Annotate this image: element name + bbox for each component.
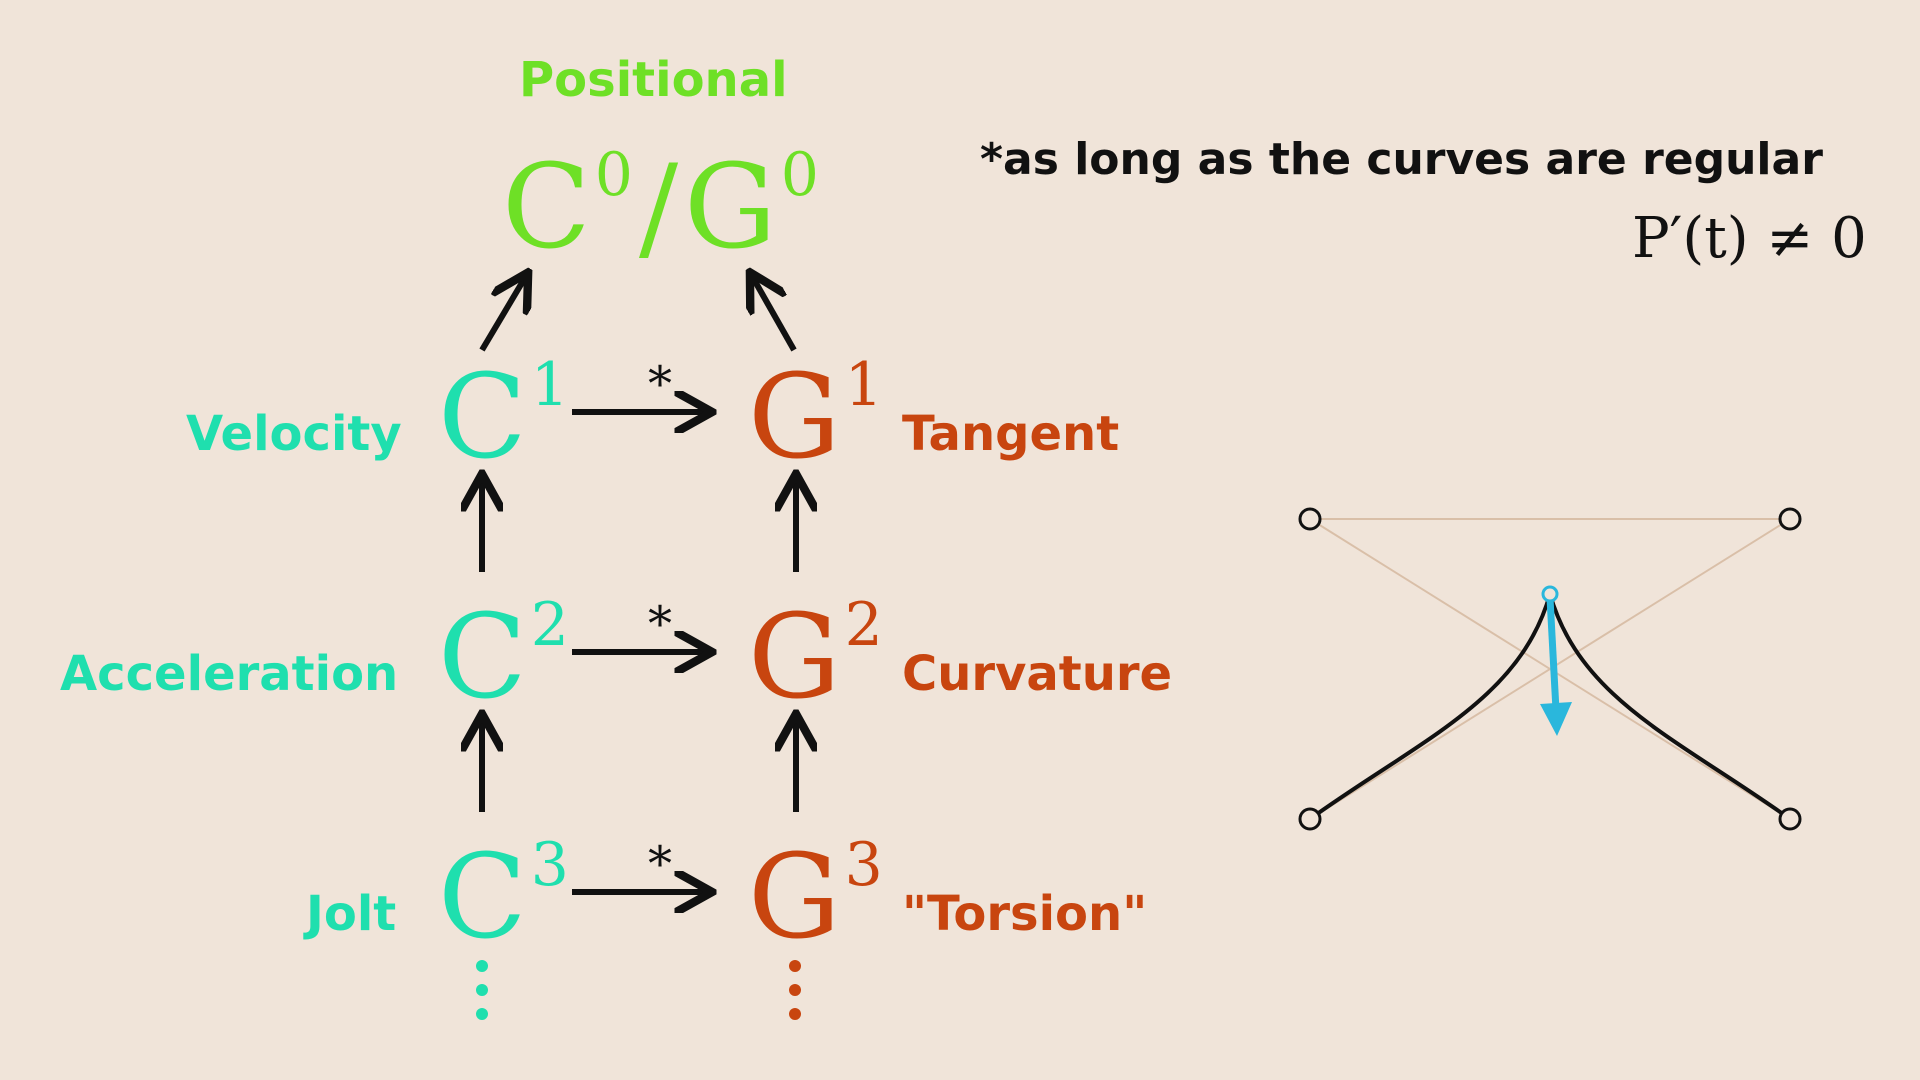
curve-left-segment bbox=[1308, 593, 1552, 821]
g2-superscript: 2 bbox=[844, 590, 883, 660]
c0-g0-expression: C0/G0 bbox=[502, 145, 819, 266]
c3-superscript: 3 bbox=[530, 830, 569, 900]
c2-expression: C2 bbox=[438, 595, 569, 716]
c0-letter: C bbox=[502, 140, 591, 275]
row1-star: * bbox=[648, 356, 672, 412]
g3-letter: G bbox=[748, 830, 841, 965]
c2-letter: C bbox=[438, 590, 527, 725]
g3-expression: G3 bbox=[748, 835, 883, 956]
c1-letter: C bbox=[438, 350, 527, 485]
g1-letter: G bbox=[748, 350, 841, 485]
slash: / bbox=[638, 140, 679, 275]
control-point-top-left bbox=[1298, 507, 1322, 531]
g3-superscript: 3 bbox=[844, 830, 883, 900]
arrow-c1-to-c0 bbox=[479, 276, 526, 352]
tangent-label: Tangent bbox=[902, 406, 1120, 462]
c2-superscript: 2 bbox=[530, 590, 569, 660]
positional-label: Positional bbox=[519, 52, 788, 108]
control-point-top-right bbox=[1778, 507, 1802, 531]
g1-expression: G1 bbox=[748, 355, 883, 476]
g0-letter: G bbox=[684, 140, 777, 275]
control-point-bottom-right bbox=[1778, 807, 1802, 831]
g2-expression: G2 bbox=[748, 595, 883, 716]
tangent-vector-arrowhead bbox=[1540, 702, 1572, 736]
c1-expression: C1 bbox=[438, 355, 569, 476]
g2-letter: G bbox=[748, 590, 841, 725]
velocity-label: Velocity bbox=[186, 406, 402, 462]
regularity-formula: P′(t) ≠ 0 bbox=[1632, 206, 1867, 271]
c1-superscript: 1 bbox=[530, 350, 569, 420]
g1-superscript: 1 bbox=[844, 350, 883, 420]
row3-star: * bbox=[648, 836, 672, 892]
c-continuation-dots bbox=[476, 960, 488, 1032]
curvature-label: Curvature bbox=[902, 646, 1173, 702]
control-polygon bbox=[1309, 518, 1791, 820]
regularity-note: *as long as the curves are regular bbox=[980, 134, 1823, 185]
torsion-label: "Torsion" bbox=[902, 886, 1148, 942]
g-continuation-dots bbox=[789, 960, 801, 1032]
row2-star: * bbox=[648, 596, 672, 652]
c0-superscript: 0 bbox=[594, 140, 633, 210]
c3-expression: C3 bbox=[438, 835, 569, 956]
arrow-g1-to-g0 bbox=[752, 276, 797, 352]
c3-letter: C bbox=[438, 830, 527, 965]
curve-right-segment bbox=[1548, 593, 1792, 821]
joint-point bbox=[1541, 585, 1559, 603]
jolt-label: Jolt bbox=[306, 886, 397, 942]
tangent-vector-arrow bbox=[1546, 597, 1560, 711]
control-point-bottom-left bbox=[1298, 807, 1322, 831]
acceleration-label: Acceleration bbox=[60, 646, 399, 702]
g0-superscript: 0 bbox=[780, 140, 819, 210]
